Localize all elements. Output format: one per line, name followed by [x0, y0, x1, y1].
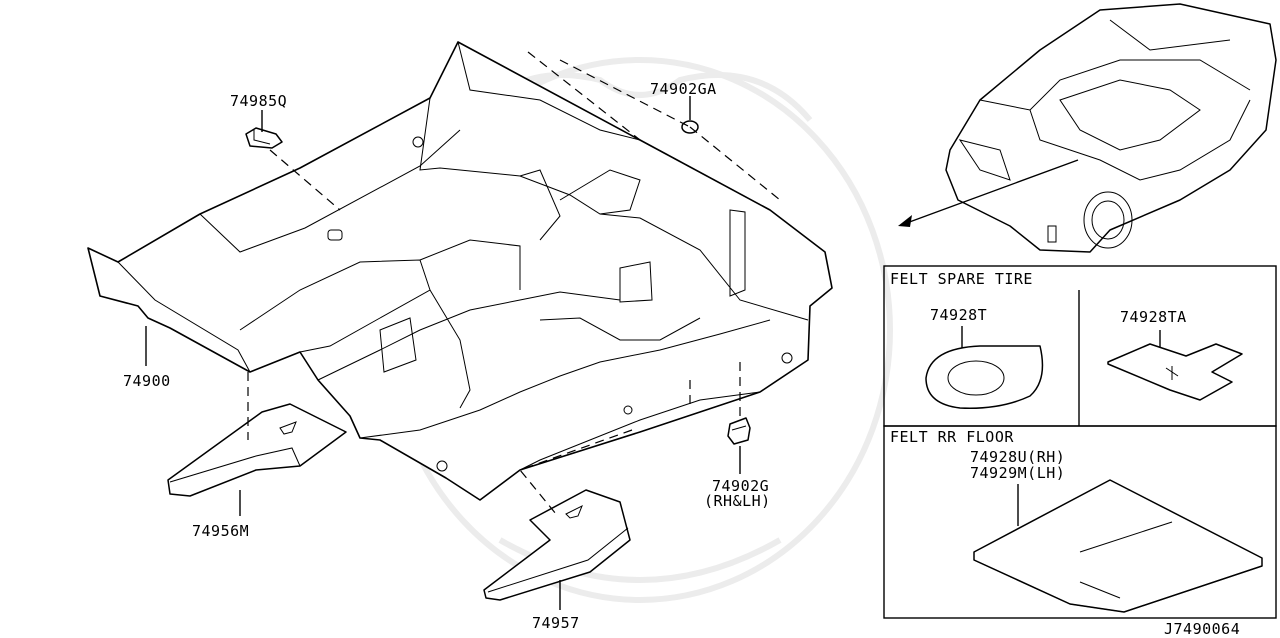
car-location-thumbnail — [898, 3, 1277, 253]
felt-spare-tire-pad[interactable] — [1107, 343, 1243, 401]
callout-74902ga: 74902GA — [650, 80, 717, 98]
callout-74900: 74900 — [123, 372, 171, 390]
inset-spare-tire-title: FELT SPARE TIRE — [890, 270, 1033, 288]
floor-carpet-assembly[interactable] — [87, 41, 833, 501]
callout-74928t: 74928T — [930, 306, 987, 324]
front-mat-left[interactable] — [167, 403, 347, 497]
callout-74902g-note: (RH&LH) — [704, 492, 771, 510]
inset-felt-spare-tire: FELT SPARE TIRE 74928T 74928TA — [883, 265, 1277, 427]
clip-upper-part[interactable] — [245, 127, 283, 149]
inset-rr-floor-title: FELT RR FLOOR — [890, 428, 1014, 446]
callout-74928u: 74928U(RH) — [970, 448, 1065, 466]
callout-74928ta: 74928TA — [1120, 308, 1187, 326]
callout-74929m: 74929M(LH) — [970, 464, 1065, 482]
leader-lines — [145, 96, 741, 610]
felt-spare-tire-ring[interactable] — [925, 345, 1044, 409]
callout-74902g: 74902G — [712, 477, 769, 495]
felt-rr-floor-pad[interactable] — [973, 479, 1263, 613]
diagram-code: J7490064 — [1164, 620, 1240, 638]
inset-felt-rr-floor: FELT RR FLOOR 74928U(RH) 74929M(LH) — [883, 425, 1277, 619]
front-mat-right[interactable] — [483, 489, 631, 601]
clip-side-part[interactable] — [727, 417, 751, 445]
callout-74956m: 74956M — [192, 522, 249, 540]
callout-74957: 74957 — [532, 614, 580, 632]
callout-74985q: 74985Q — [230, 92, 287, 110]
assembly-guides — [247, 51, 781, 515]
